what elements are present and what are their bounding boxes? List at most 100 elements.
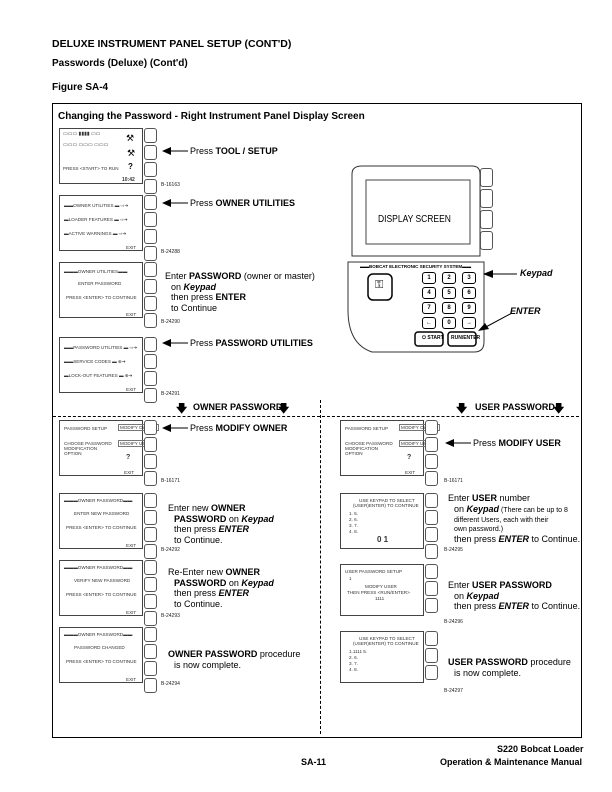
down-arrow-icon: 🡇: [278, 403, 290, 415]
screen-button[interactable]: [425, 581, 438, 596]
figure-frame: [52, 103, 582, 738]
screen-owner-verify: ▬▬▬OWNER PASSWORD▬▬ VERIFY NEW PASSWORD …: [59, 560, 143, 616]
step-tool-setup: Press TOOL / SETUP: [190, 146, 278, 156]
screen-button[interactable]: [144, 661, 157, 676]
keypad-key[interactable]: 8: [442, 302, 456, 314]
screen-button[interactable]: [144, 354, 157, 369]
step-reenter-owner: Re-Enter new OWNER PASSWORD on Keypad th…: [168, 567, 274, 609]
screen-button[interactable]: [144, 262, 157, 277]
footer-manual: Operation & Maintenance Manual: [440, 757, 583, 767]
figure-title: Changing the Password - Right Instrument…: [58, 111, 365, 122]
screen-button[interactable]: [144, 454, 157, 469]
screen-button[interactable]: [144, 145, 157, 160]
screen-button[interactable]: [144, 527, 157, 542]
screen-button[interactable]: [425, 631, 438, 646]
run-enter-key[interactable]: RUN/ENTER: [451, 335, 481, 341]
screen-button[interactable]: [144, 493, 157, 508]
keypad-key[interactable]: 5: [442, 287, 456, 299]
screen-button[interactable]: [144, 437, 157, 452]
keypad-key[interactable]: 2: [442, 272, 456, 284]
screen-button[interactable]: [144, 279, 157, 294]
screen-buttons-u4: [425, 631, 438, 682]
figure-code: B-24295: [444, 547, 463, 553]
screen-button[interactable]: [425, 420, 438, 435]
screen-button[interactable]: [425, 471, 438, 486]
figure-code: B-24294: [161, 681, 180, 687]
panel-button[interactable]: [480, 231, 493, 250]
keypad-key[interactable]: 0: [442, 317, 456, 329]
keypad-key[interactable]: 6: [462, 287, 476, 299]
screen-button[interactable]: [144, 627, 157, 642]
screen-button[interactable]: [144, 577, 157, 592]
screen-button[interactable]: [144, 179, 157, 194]
screen-button[interactable]: [144, 594, 157, 609]
screen-button[interactable]: [425, 527, 438, 542]
keypad-key[interactable]: →: [462, 317, 476, 329]
screen-button[interactable]: [144, 212, 157, 227]
screen-button[interactable]: [425, 564, 438, 579]
keypad-key[interactable]: ←: [422, 317, 436, 329]
start-key[interactable]: ⏻ START: [422, 335, 444, 341]
screen-button[interactable]: [144, 611, 157, 626]
subsection-heading: Passwords (Deluxe) (Cont'd): [52, 58, 188, 69]
keypad-key[interactable]: 9: [462, 302, 476, 314]
owner-password-branch: OWNER PASSWORD: [193, 402, 283, 412]
screen-home: ▭▭▭ ▮▮▮▮ ▭▭ ▭▭▭ ▭▭▭ ▭▭▭ PRESS <START> TO…: [59, 128, 143, 184]
screen-button[interactable]: [144, 544, 157, 559]
screen-button[interactable]: [144, 371, 157, 386]
step-enter-user-number: Enter USER number on Keypad (There can b…: [448, 493, 581, 544]
pointer-arrow-4: [162, 339, 188, 347]
keypad-key[interactable]: 4: [422, 287, 436, 299]
screen-button[interactable]: [425, 544, 438, 559]
screen-button[interactable]: [144, 296, 157, 311]
screen-button[interactable]: [425, 493, 438, 508]
screen-buttons-o4: [144, 627, 157, 695]
screen-password-utilities: ▬▬PASSWORD UTILITIES ▬ ⇨➔ ▬▬SERVICE CODE…: [59, 337, 143, 393]
section-heading: DELUXE INSTRUMENT PANEL SETUP (CONT'D): [52, 38, 292, 50]
screen-button[interactable]: [144, 420, 157, 435]
keypad-key[interactable]: 1: [422, 272, 436, 284]
figure-code: B-24291: [161, 391, 180, 397]
screen-button[interactable]: [144, 246, 157, 261]
pointer-arrow-o1: [162, 424, 188, 432]
panel-button[interactable]: [480, 210, 493, 229]
screen-button[interactable]: [144, 678, 157, 693]
screen-button[interactable]: [144, 510, 157, 525]
screen-buttons-4: [144, 337, 157, 405]
screen-button[interactable]: [144, 388, 157, 403]
screen-button[interactable]: [144, 337, 157, 352]
screen-button[interactable]: [425, 665, 438, 680]
screen-button[interactable]: [144, 128, 157, 143]
step-user-complete: USER PASSWORD procedure is now complete.: [448, 657, 571, 678]
branch-divider: [53, 416, 579, 417]
down-arrow-icon: 🡇: [456, 403, 468, 415]
screen-button[interactable]: [144, 229, 157, 244]
panel-button[interactable]: [480, 189, 493, 208]
instrument-panel-illustration: [347, 165, 485, 353]
screen-button[interactable]: [425, 454, 438, 469]
screen-password-setup-owner: PASSWORD SETUP MODIFY OWNER CHOOSE PASSW…: [59, 420, 159, 476]
screen-buttons-u1: [425, 420, 438, 488]
panel-button[interactable]: [480, 168, 493, 187]
screen-button[interactable]: [425, 510, 438, 525]
screen-button[interactable]: [144, 195, 157, 210]
screen-buttons-o2: [144, 493, 157, 561]
user-password-branch: USER PASSWORD: [475, 402, 555, 412]
screen-button[interactable]: [425, 437, 438, 452]
screen-button[interactable]: [144, 162, 157, 177]
keypad-key[interactable]: 7: [422, 302, 436, 314]
pointer-arrow-1: [162, 147, 188, 155]
screen-select-user: USE KEYPAD TO SELECT (USER)ENTER) TO CON…: [340, 493, 424, 549]
screen-buttons-o1: [144, 420, 157, 488]
screen-password-setup-user: PASSWORD SETUP MODIFY OWNER CHOOSE PASSW…: [340, 420, 440, 476]
screen-user-password-setup: USER PASSWORD SETUP 1 MODIFY USER THEN P…: [340, 564, 424, 616]
screen-button[interactable]: [425, 648, 438, 663]
screen-button[interactable]: [144, 560, 157, 575]
security-system-label: ▬▬BOBCAT ELECTRONIC SECURITY SYSTEM▬▬: [360, 264, 472, 269]
screen-button[interactable]: [144, 471, 157, 486]
figure-code: B-16171: [161, 478, 180, 484]
screen-button[interactable]: [144, 644, 157, 659]
screen-button[interactable]: [425, 598, 438, 613]
keypad-key[interactable]: 3: [462, 272, 476, 284]
screen-button[interactable]: [144, 313, 157, 328]
